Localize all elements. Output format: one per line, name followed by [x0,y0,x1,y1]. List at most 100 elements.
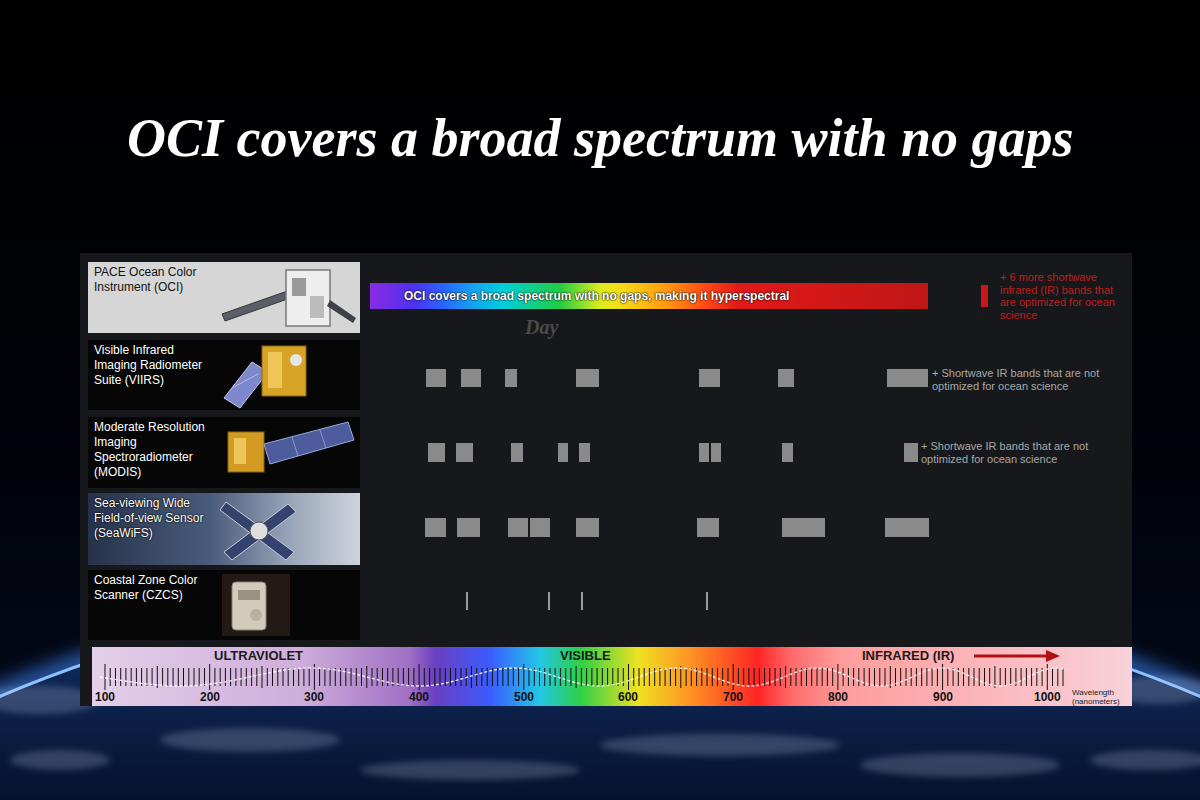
tick-mark [544,668,545,686]
tick-mark [272,668,273,686]
czcs-instrument [222,574,290,636]
bar-caption: OCI covers a broad spectrum with no gaps… [404,283,928,309]
tick-mark [602,668,603,686]
band [579,443,590,462]
axis-number: 900 [933,690,953,704]
band [425,518,446,537]
tick-mark [335,668,336,686]
tick-mark [152,668,153,686]
tick-mark [1057,668,1058,686]
tick-mark [387,668,388,686]
tick-mark [722,668,723,686]
tick-mark [230,668,231,686]
tick-mark [947,668,948,686]
region-label: INFRARED (IR) [862,649,954,663]
tick-mark [330,668,331,686]
tick-mark [1005,668,1006,686]
tick-mark [979,668,980,686]
tick-mark [837,664,838,690]
band [505,369,517,387]
solar-panel [327,300,356,323]
body-detail [292,278,306,296]
cell-ground [88,417,360,488]
cell-ground [88,262,360,333]
tick-mark [408,668,409,686]
tick-mark [754,668,755,686]
axis-number: 200 [200,690,220,704]
tick-mark [738,668,739,686]
antenna-dish [290,354,302,366]
band [511,443,523,462]
tick-mark [550,668,551,686]
tick-mark [921,668,922,686]
cloud [10,750,110,770]
tick-mark [633,668,634,686]
axis-number: 500 [514,690,534,704]
band [457,518,480,537]
tick-mark [675,668,676,686]
band [456,443,473,462]
tick-mark [586,668,587,686]
band [558,443,568,462]
band [466,592,468,610]
tick-mark [523,664,524,690]
tick-mark [424,668,425,686]
tick-mark [916,668,917,686]
instrument-name: PACE Ocean Color Instrument (OCI) [94,265,212,295]
satellite-body [286,270,330,326]
tick-mark [926,668,927,686]
tick-mark [597,668,598,686]
tick-mark [989,668,990,686]
tick-mark [680,666,681,688]
tick-mark [429,668,430,686]
band [548,592,550,610]
tick-mark [953,668,954,686]
tick-mark [806,668,807,686]
tick-mark [817,668,818,686]
tick-mark [293,668,294,686]
seawifs-satellite [220,502,296,560]
czcs-bands [466,592,708,610]
tick-mark [811,668,812,686]
tick-mark [110,668,111,686]
tick-mark [1036,668,1037,686]
tick-mark [298,668,299,686]
tick-mark [885,668,886,686]
cloud [360,760,580,780]
tick-mark [565,668,566,686]
band [581,592,583,610]
tick-mark [324,668,325,686]
tick-mark [623,668,624,686]
spectrum-bar: OCI covers a broad spectrum with no gaps… [370,283,928,309]
tick-mark [403,668,404,686]
band [782,518,825,537]
tick-mark [576,666,577,688]
band [530,518,550,537]
tick-mark [707,668,708,686]
seawifs-bands [425,518,929,537]
tick-mark [461,668,462,686]
swir-band-mark [981,285,988,307]
band [782,443,793,462]
tick-mark [309,668,310,686]
slide-title: OCI covers a broad spectrum with no gaps [127,106,1074,170]
band [426,369,446,387]
tick-mark [361,668,362,686]
tick-mark [1021,668,1022,686]
body-detail [238,590,260,600]
tick-mark [497,668,498,686]
axis-number: 600 [618,690,638,704]
tick-mark [858,668,859,686]
band [904,443,918,462]
band-note: + 6 more shortwave infrared (IR) bands t… [1000,271,1118,321]
tick-mark [481,668,482,686]
tick-mark [1010,668,1011,686]
tick-mark [717,668,718,686]
tick-mark [319,668,320,686]
instrument-label: Coastal Zone Color Scanner (CZCS) [88,570,218,640]
band-note: + Shortwave IR bands that are not optimi… [921,440,1117,466]
tick-mark [178,668,179,686]
band [706,592,708,610]
tick-mark [769,668,770,686]
